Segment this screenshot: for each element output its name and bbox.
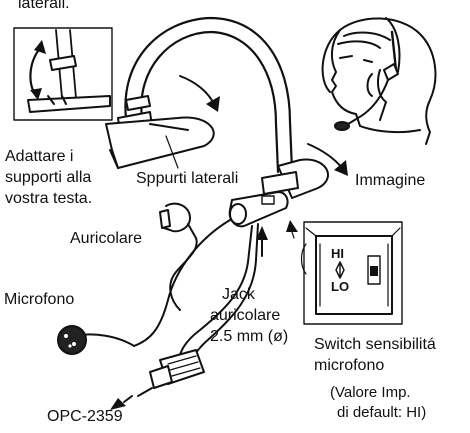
inset-adjustment-detail [14, 28, 112, 120]
jack-label-line-2: auricolare [210, 306, 280, 325]
connector-housing [230, 192, 288, 262]
switch-label-line-1: Switch sensibilitá [314, 335, 436, 354]
side-strap-pad [106, 118, 214, 168]
jack-label-line-1: Jack [222, 285, 255, 304]
image-label: Immagine [355, 171, 425, 190]
microphone-label: Microfono [4, 290, 74, 309]
switch-hi-label: HI [331, 247, 344, 260]
switch-label-line-2: microfono [314, 356, 384, 375]
side-straps-label: Sppurti laterali [136, 169, 238, 188]
default-value-line-2: di default: HI) [337, 404, 426, 422]
earphone [160, 204, 197, 310]
cable-label: OPC-2359 [47, 407, 123, 426]
microphone [58, 326, 134, 354]
jack-label-line-3: 2.5 mm (ø) [210, 327, 288, 346]
head-illustration [323, 18, 436, 144]
fit-supports-line-1: Adattare i [5, 147, 73, 166]
earphone-label: Auricolare [70, 229, 142, 248]
fit-supports-line-2: supporti alla [5, 168, 91, 187]
fit-supports-line-3: vostra testa. [5, 189, 92, 208]
headband-arrow-icon [180, 76, 214, 104]
opc-plug [138, 350, 204, 396]
switch-lo-label: LO [331, 280, 349, 293]
caption-fragment: laterali. [18, 0, 70, 13]
default-value-line-1: (Valore Imp. [330, 384, 411, 402]
cable-arrow-icon [124, 396, 132, 402]
rotate-arrow-icon [30, 40, 46, 100]
switch-inset [302, 222, 403, 324]
